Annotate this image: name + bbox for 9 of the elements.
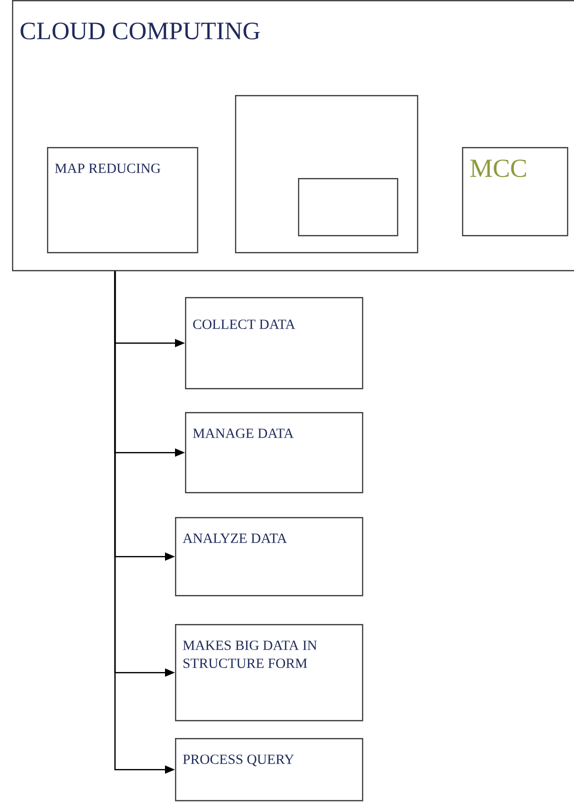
component-box (235, 95, 418, 254)
task-box: MAKES BIG DATA IN STRUCTURE FORM (175, 624, 364, 722)
task-box: ANALYZE DATA (175, 517, 364, 596)
task-box: PROCESS QUERY (175, 738, 364, 802)
component-box: MCC (462, 147, 568, 236)
component-box (298, 178, 398, 236)
task-box: MANAGE DATA (185, 412, 364, 494)
component-box: MAP REDUCING (47, 147, 198, 254)
task-box: COLLECT DATA (185, 297, 364, 390)
